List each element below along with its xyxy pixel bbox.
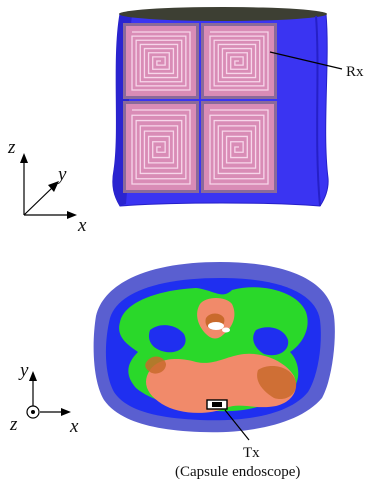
slice-organ-brown-right	[257, 366, 297, 400]
slice-bone-white-small	[222, 327, 230, 333]
y-axis-label-bottom: y	[18, 360, 29, 381]
y-axis-arrowhead-bottom	[29, 371, 37, 381]
z-axis-dot	[31, 410, 35, 414]
z-axis-arrowhead	[20, 153, 28, 163]
rx-coil-spiral	[131, 109, 191, 185]
z-axis-label: z	[7, 137, 16, 158]
rx-phantom-group: Rx	[112, 7, 364, 207]
z-axis-label-bottom: z	[9, 414, 18, 435]
rx-coil-spiral	[131, 31, 191, 91]
slice-organ-brown-left	[145, 356, 166, 374]
x-axis-arrowhead-bottom	[61, 408, 71, 416]
tx-slice-group: Tx (Capsule endoscope)	[93, 262, 335, 480]
tx-leader-line	[224, 409, 250, 441]
phantom-right-edge	[315, 15, 321, 207]
rx-coil-spiral	[209, 31, 269, 91]
y-axis-label: y	[56, 164, 67, 185]
rx-coil-array	[123, 23, 277, 193]
tx-capsule-core	[212, 402, 222, 407]
rx-label: Rx	[346, 64, 364, 80]
x-axis-arrowhead	[67, 211, 77, 219]
tx-label: Tx	[243, 445, 260, 461]
y-axis-line	[23, 185, 55, 216]
axes-xyz-top: z y x	[7, 137, 87, 236]
slice-organ-orange	[146, 353, 296, 413]
x-axis-label: x	[77, 215, 87, 236]
x-axis-label-bottom: x	[69, 416, 79, 437]
slice-blue-cavity-right	[253, 327, 289, 356]
phantom-top-face	[119, 7, 327, 21]
slice-bone-white	[208, 322, 224, 330]
rx-coil-spiral	[209, 109, 269, 185]
axes-xyz-bottom: y z x	[9, 360, 79, 437]
y-axis-arrowhead	[48, 181, 59, 192]
slice-blue-cavity	[148, 325, 186, 353]
rx-leader-line	[269, 51, 343, 70]
tx-caption: (Capsule endoscope)	[175, 464, 300, 480]
